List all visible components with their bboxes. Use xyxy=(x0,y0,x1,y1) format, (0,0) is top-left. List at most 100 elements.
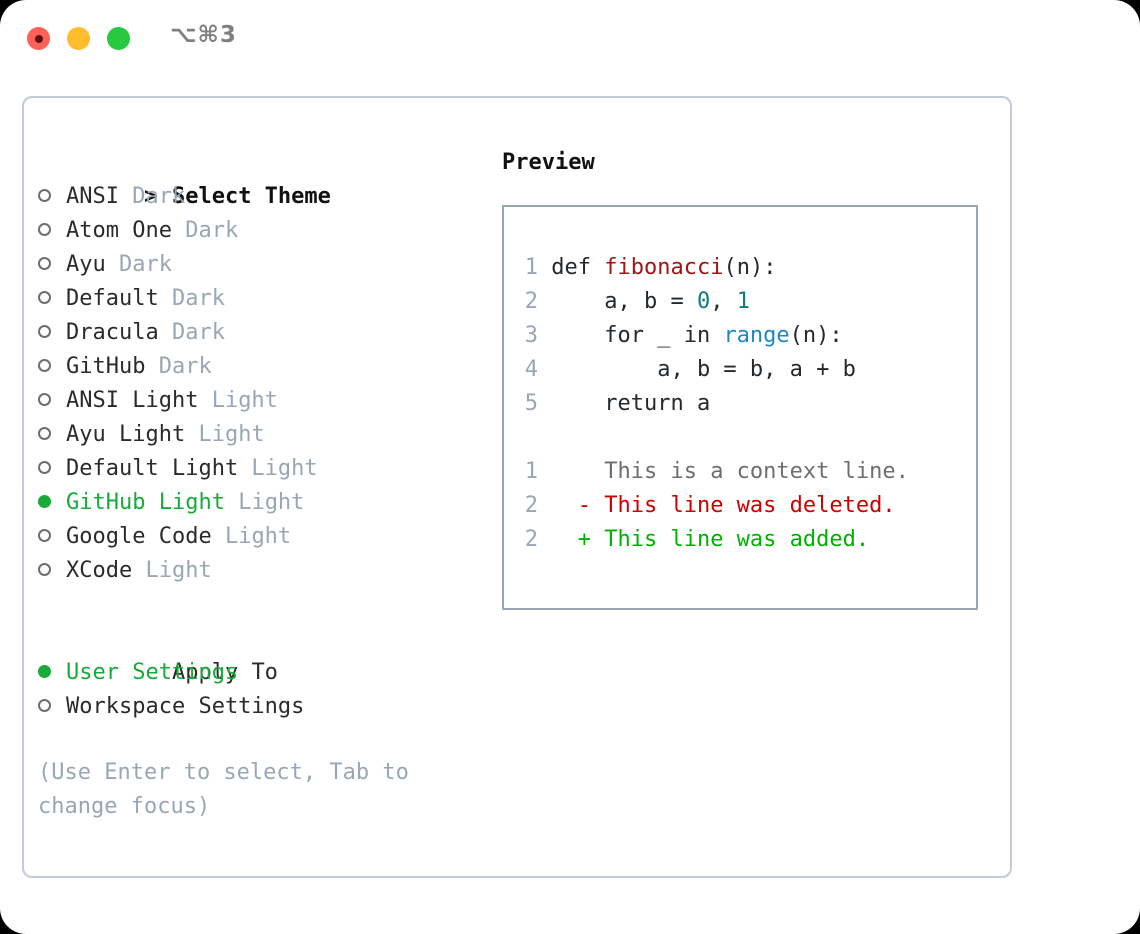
cursor-caret-icon: > xyxy=(143,184,158,209)
radio-selected-icon[interactable] xyxy=(38,486,66,520)
diff-text: This line was deleted. xyxy=(604,493,896,518)
diff-line: 2 - This line was deleted. xyxy=(524,489,909,523)
radio-unselected-icon[interactable] xyxy=(38,418,66,452)
theme-variant-tag: Light xyxy=(238,456,318,481)
close-button-icon[interactable] xyxy=(27,27,50,50)
diff-line: 2 + This line was added. xyxy=(524,523,909,557)
apply-to-label: Workspace Settings xyxy=(66,694,305,719)
theme-name: Ayu Light xyxy=(66,422,186,447)
code-diff-separator xyxy=(524,421,909,455)
theme-name: Default xyxy=(66,286,159,311)
line-number: 2 xyxy=(524,493,538,518)
diff-line: 1 This is a context line. xyxy=(524,455,909,489)
code-token-plain: def xyxy=(551,255,605,280)
theme-name: Ayu xyxy=(66,252,106,277)
theme-list-item[interactable]: Atom One Dark xyxy=(38,214,488,248)
theme-name: Atom One xyxy=(66,218,172,243)
line-number: 2 xyxy=(524,527,538,552)
minimize-button-icon[interactable] xyxy=(67,27,90,50)
code-line: 2 a, b = 0, 1 xyxy=(524,285,909,319)
theme-picker-header-label: Select Theme xyxy=(171,184,331,209)
line-number: 4 xyxy=(524,357,538,382)
diff-sign xyxy=(538,459,604,484)
apply-to-header: Apply To xyxy=(38,622,488,685)
apply-to-item[interactable]: User Settings xyxy=(38,656,488,690)
code-token-number: 1 xyxy=(736,289,750,314)
code-token-plain: (n): xyxy=(723,255,777,280)
theme-list-item[interactable]: Dracula Dark xyxy=(38,316,488,350)
theme-name: Default Light xyxy=(66,456,239,481)
theme-picker-header: > Select Theme xyxy=(38,146,488,209)
theme-list-item[interactable]: GitHub Light Light xyxy=(38,486,488,520)
radio-selected-icon[interactable] xyxy=(38,656,66,690)
radio-unselected-icon[interactable] xyxy=(38,214,66,248)
code-token-plain: (n): xyxy=(789,323,843,348)
preview-title: Preview xyxy=(502,150,595,175)
theme-list-item[interactable]: Google Code Light xyxy=(38,520,488,554)
line-number: 1 xyxy=(524,255,538,280)
radio-unselected-icon[interactable] xyxy=(38,384,66,418)
theme-variant-tag: Light xyxy=(224,490,305,515)
theme-variant-tag: Dark xyxy=(171,218,239,243)
code-token-number: 0 xyxy=(696,289,711,314)
code-line: 3 for _ in range(n): xyxy=(524,319,909,353)
theme-list-item[interactable]: Default Dark xyxy=(38,282,488,316)
apply-to-item[interactable]: Workspace Settings xyxy=(38,690,488,724)
code-token-plain: , xyxy=(710,289,737,314)
theme-list-item[interactable]: GitHub Dark xyxy=(38,350,488,384)
theme-list-item[interactable]: Default Light Light xyxy=(38,452,488,486)
theme-name: ANSI xyxy=(66,184,119,209)
code-line: 4 a, b = b, a + b xyxy=(524,353,909,387)
theme-list-item[interactable]: XCode Light xyxy=(38,554,488,588)
radio-unselected-icon[interactable] xyxy=(38,350,66,384)
code-token-plain: return a xyxy=(551,391,711,416)
theme-list-item[interactable]: ANSI Dark xyxy=(38,180,488,214)
theme-name: GitHub xyxy=(66,354,146,379)
section-spacer xyxy=(38,588,488,622)
line-number: 1 xyxy=(524,459,538,484)
line-number: 3 xyxy=(524,323,538,348)
radio-unselected-icon[interactable] xyxy=(38,452,66,486)
radio-unselected-icon[interactable] xyxy=(38,180,66,214)
diff-text: This is a context line. xyxy=(604,459,909,484)
radio-unselected-icon[interactable] xyxy=(38,520,66,554)
code-line: 5 return a xyxy=(524,387,909,421)
code-line: 1 def fibonacci(n): xyxy=(524,251,909,285)
line-number: 2 xyxy=(524,289,538,314)
code-token-plain: a, b = xyxy=(551,289,697,314)
apply-to-label: User Settings xyxy=(66,660,239,685)
maximize-button-icon[interactable] xyxy=(107,27,130,50)
theme-name: Google Code xyxy=(66,524,212,549)
theme-variant-tag: Dark xyxy=(118,184,186,209)
theme-list-item[interactable]: ANSI Light Light xyxy=(38,384,488,418)
diff-sign: - xyxy=(538,493,605,518)
theme-list-item[interactable]: Ayu Light Light xyxy=(38,418,488,452)
theme-name: XCode xyxy=(66,558,133,583)
theme-variant-tag: Dark xyxy=(158,286,225,311)
theme-variant-tag: Light xyxy=(211,524,292,549)
line-number: 5 xyxy=(524,391,538,416)
radio-unselected-icon[interactable] xyxy=(38,282,66,316)
theme-name: ANSI Light xyxy=(66,388,199,413)
theme-variant-tag: Dark xyxy=(105,252,172,277)
radio-unselected-icon[interactable] xyxy=(38,248,66,282)
theme-list-item[interactable]: Ayu Dark xyxy=(38,248,488,282)
theme-variant-tag: Dark xyxy=(145,354,212,379)
radio-unselected-icon[interactable] xyxy=(38,316,66,350)
code-token-call: range xyxy=(723,323,790,348)
apply-to-header-label: Apply To xyxy=(171,660,278,685)
keyboard-hint: (Use Enter to select, Tab to change focu… xyxy=(38,760,423,819)
radio-unselected-icon[interactable] xyxy=(38,554,66,588)
code-token-plain: for _ in xyxy=(551,323,724,348)
diff-text: This line was added. xyxy=(604,527,870,552)
theme-name: GitHub Light xyxy=(66,490,225,515)
preview-column: Preview 1 def fibonacci(n):2 a, b = 0, 1… xyxy=(502,146,992,610)
theme-variant-tag: Light xyxy=(198,388,278,413)
radio-unselected-icon[interactable] xyxy=(38,690,66,724)
